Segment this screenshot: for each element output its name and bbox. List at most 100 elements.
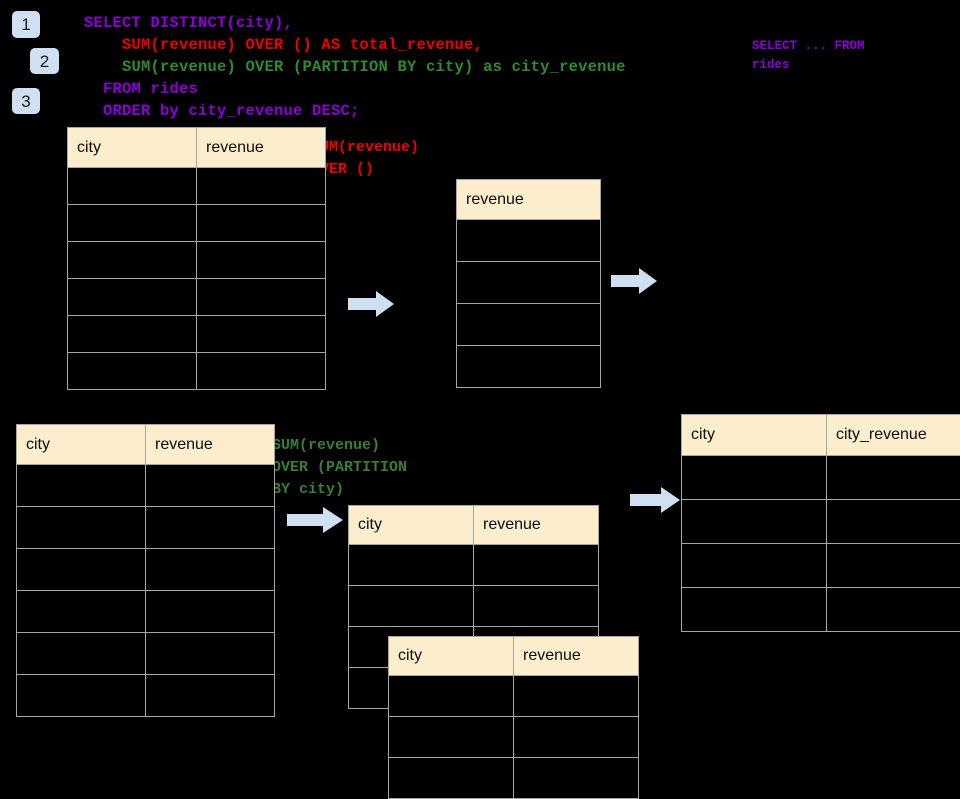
cell-city	[17, 591, 146, 633]
cell-revenue	[457, 262, 601, 304]
cell-city	[68, 168, 197, 205]
cell-city-revenue	[827, 544, 960, 588]
table-row	[17, 507, 275, 549]
cell-revenue	[197, 242, 326, 279]
cell-city	[682, 544, 827, 588]
table-row	[389, 717, 639, 758]
cell-revenue	[514, 676, 639, 717]
table-row	[457, 262, 601, 304]
sql-line-total-revenue: SUM(revenue) OVER () AS total_revenue,	[84, 34, 483, 56]
table-row	[389, 676, 639, 717]
table-row	[68, 205, 326, 242]
cell-city	[68, 279, 197, 316]
total-revenue-table: revenue	[456, 179, 601, 388]
cell-revenue	[197, 316, 326, 353]
step-badge-3: 3	[12, 88, 40, 114]
sql-line-from: FROM rides	[84, 78, 198, 100]
column-header-city: city	[349, 506, 474, 545]
cell-city	[17, 549, 146, 591]
arrow-source-to-partition	[287, 507, 343, 533]
column-header-revenue: revenue	[474, 506, 599, 545]
sql-sidenote: SELECT ... FROM rides	[752, 37, 865, 75]
cell-city-revenue	[827, 500, 960, 544]
table-header-row: city revenue	[17, 425, 275, 465]
table-row	[682, 500, 960, 544]
cell-revenue	[146, 549, 275, 591]
cell-revenue	[514, 717, 639, 758]
column-header-revenue: revenue	[146, 425, 275, 465]
cell-city	[389, 676, 514, 717]
table-header-row: city revenue	[68, 128, 326, 168]
table-row	[682, 588, 960, 632]
arrow-total-to-result	[611, 268, 657, 294]
column-header-city: city	[17, 425, 146, 465]
rides-source-table-top: city revenue	[67, 127, 326, 390]
arrow-source-to-total	[348, 291, 394, 317]
cell-revenue	[197, 205, 326, 242]
table-row	[457, 346, 601, 388]
table-header-row: revenue	[457, 180, 601, 220]
final-result-table: city city_revenue	[681, 414, 960, 632]
partition-group-table-front: city revenue	[388, 636, 639, 799]
table-row	[68, 279, 326, 316]
cell-revenue	[146, 507, 275, 549]
cell-revenue	[146, 591, 275, 633]
step-badge-3-label: 3	[21, 93, 30, 110]
sql-line-select: SELECT DISTINCT(city),	[84, 12, 293, 34]
table-row	[17, 591, 275, 633]
cell-city	[17, 465, 146, 507]
step-badge-2: 2	[30, 48, 59, 74]
cell-city	[682, 456, 827, 500]
cell-city	[68, 205, 197, 242]
cell-city	[17, 675, 146, 717]
column-header-revenue: revenue	[457, 180, 601, 220]
cell-revenue	[146, 465, 275, 507]
cell-city	[349, 545, 474, 586]
table-row	[17, 549, 275, 591]
column-header-city: city	[682, 415, 827, 456]
cell-revenue	[514, 758, 639, 799]
table-row	[17, 465, 275, 507]
cell-revenue	[457, 304, 601, 346]
table-row	[389, 758, 639, 799]
cell-city-revenue	[827, 456, 960, 500]
cell-revenue	[474, 586, 599, 627]
table-row	[682, 456, 960, 500]
table-row	[17, 633, 275, 675]
table-row	[457, 304, 601, 346]
step-badge-1: 1	[12, 11, 40, 38]
cell-revenue	[197, 168, 326, 205]
cell-city	[682, 500, 827, 544]
cell-city-revenue	[827, 588, 960, 632]
column-header-city-revenue: city_revenue	[827, 415, 960, 456]
cell-revenue	[457, 220, 601, 262]
arrow-partition-to-result	[630, 487, 680, 513]
cell-revenue	[197, 279, 326, 316]
annotation-sum-over-empty: SUM(revenue) OVER ()	[311, 137, 419, 181]
rides-source-table-bottom: city revenue	[16, 424, 275, 717]
column-header-revenue: revenue	[197, 128, 326, 168]
cell-city	[682, 588, 827, 632]
sql-line-city-revenue: SUM(revenue) OVER (PARTITION BY city) as…	[84, 56, 626, 78]
cell-city	[389, 758, 514, 799]
table-row	[68, 242, 326, 279]
cell-revenue	[146, 633, 275, 675]
cell-city	[68, 316, 197, 353]
cell-revenue	[197, 353, 326, 390]
cell-city	[389, 717, 514, 758]
table-row	[349, 545, 599, 586]
cell-city	[17, 507, 146, 549]
table-row	[457, 220, 601, 262]
sql-line-order-by: ORDER by city_revenue DESC;	[84, 100, 360, 122]
cell-city	[68, 242, 197, 279]
step-badge-2-label: 2	[40, 53, 49, 70]
cell-city	[349, 586, 474, 627]
column-header-city: city	[389, 637, 514, 676]
table-row	[68, 316, 326, 353]
column-header-revenue: revenue	[514, 637, 639, 676]
table-row	[68, 353, 326, 390]
table-row	[68, 168, 326, 205]
annotation-sum-over-partition: SUM(revenue) OVER (PARTITION BY city)	[272, 435, 407, 501]
table-row	[17, 675, 275, 717]
table-header-row: city revenue	[389, 637, 639, 676]
